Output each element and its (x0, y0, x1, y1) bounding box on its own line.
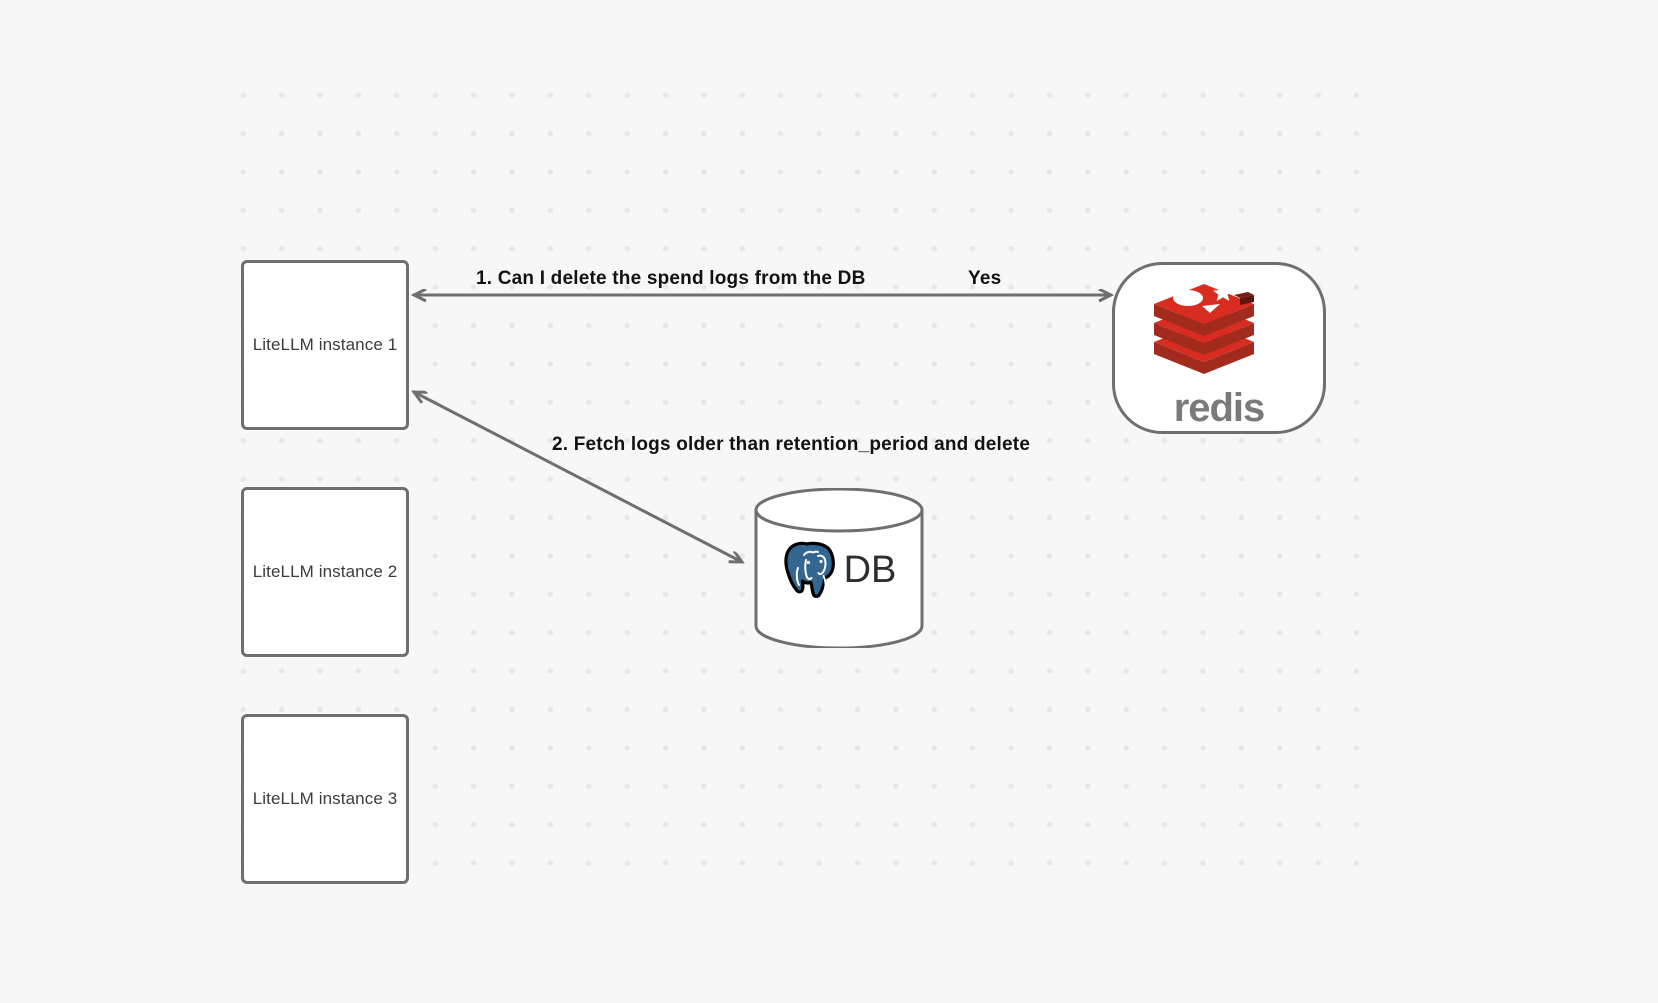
node-litellm-instance-3[interactable]: LiteLLM instance 3 (241, 714, 409, 884)
edge-litellm1-db (414, 392, 742, 562)
node-label-litellm-2: LiteLLM instance 2 (252, 562, 398, 581)
node-litellm-instance-1[interactable]: LiteLLM instance 1 (241, 260, 409, 430)
postgresql-elephant-icon (783, 541, 835, 598)
edge-label-1: 1. Can I delete the spend logs from the … (476, 268, 866, 289)
edge-label-yes: Yes (968, 268, 1002, 289)
node-database[interactable]: DB (753, 488, 925, 648)
redis-wordmark: redis (1173, 386, 1266, 430)
node-label-litellm-1: LiteLLM instance 1 (252, 335, 398, 354)
db-label: DB (843, 549, 897, 591)
node-litellm-instance-2[interactable]: LiteLLM instance 2 (241, 487, 409, 657)
redis-logo-icon (1154, 284, 1254, 374)
node-label-litellm-3: LiteLLM instance 3 (252, 789, 398, 808)
node-redis[interactable]: redis (1112, 262, 1326, 434)
edge-label-2: 2. Fetch logs older than retention_perio… (552, 434, 1031, 455)
